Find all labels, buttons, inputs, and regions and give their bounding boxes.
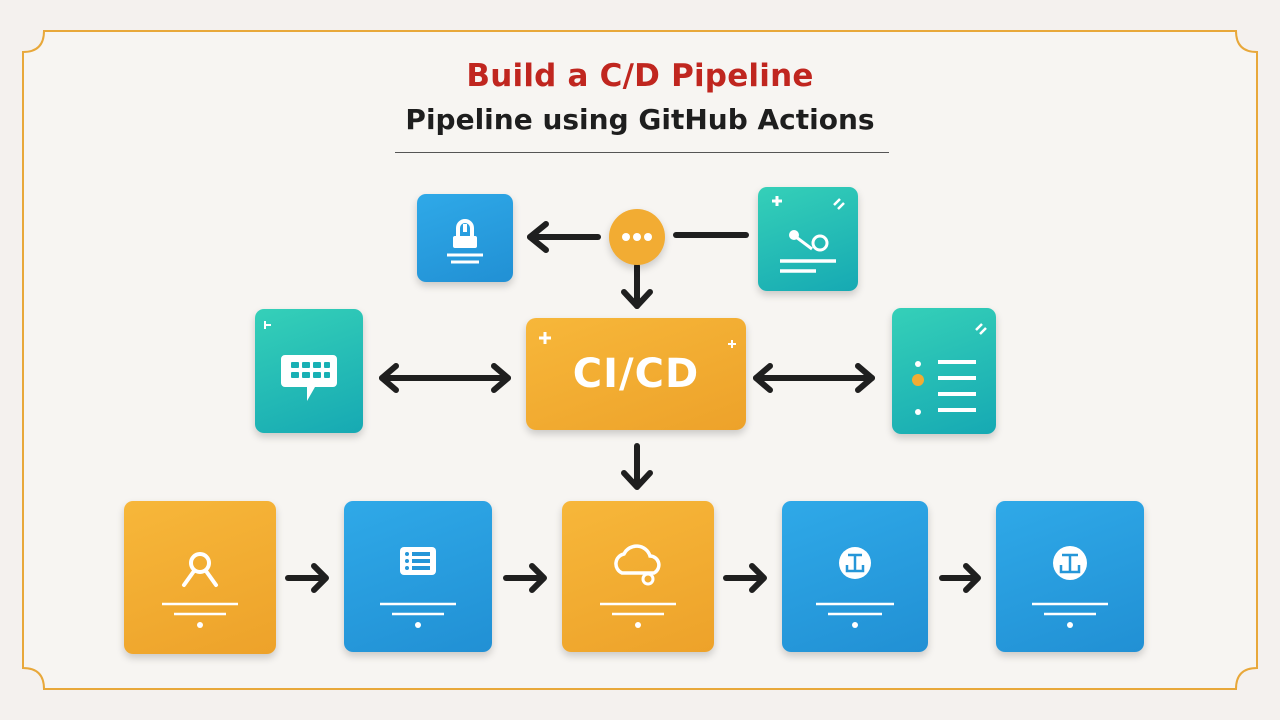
checklist-card	[892, 308, 996, 434]
double-arrow-right	[753, 363, 875, 393]
anchor-icon	[1032, 546, 1108, 628]
arrow-to-top-left	[527, 221, 601, 253]
workflow-icon	[772, 196, 845, 273]
ribbon-icon	[162, 552, 238, 628]
stage-2-card	[344, 501, 492, 652]
stage-4-card	[782, 501, 928, 652]
more-dots-icon	[622, 233, 652, 241]
stage-1-card	[124, 501, 276, 654]
arrow-to-center	[621, 263, 653, 309]
stage-3-card	[562, 501, 714, 652]
chat-card	[255, 309, 363, 433]
chat-icon	[264, 321, 337, 401]
stage-5-card	[996, 501, 1144, 652]
double-arrow-left	[379, 363, 511, 393]
lock-icon	[447, 219, 483, 264]
checklist-icon	[912, 323, 987, 415]
title-divider	[395, 152, 889, 153]
sparkle-icon	[539, 332, 736, 348]
list-icon	[380, 547, 456, 628]
repository-card	[417, 194, 513, 282]
ci-cd-label: CI/CD	[572, 351, 700, 397]
arrow-stage2-stage3	[503, 563, 547, 593]
trigger-node	[609, 209, 665, 265]
arrow-to-stage3	[621, 443, 653, 490]
ci-cd-node: CI/CD	[526, 318, 746, 430]
page-subtitle: Pipeline using GitHub Actions	[405, 103, 875, 136]
arrow-stage4-stage5	[939, 563, 981, 593]
page-title: Build a C/D Pipeline	[466, 58, 814, 94]
cloud-icon	[600, 544, 676, 628]
arrow-stage3-stage4	[723, 563, 767, 593]
workflow-card	[758, 187, 858, 291]
anchor-icon	[816, 547, 894, 628]
arrow-stage1-stage2	[285, 563, 329, 593]
